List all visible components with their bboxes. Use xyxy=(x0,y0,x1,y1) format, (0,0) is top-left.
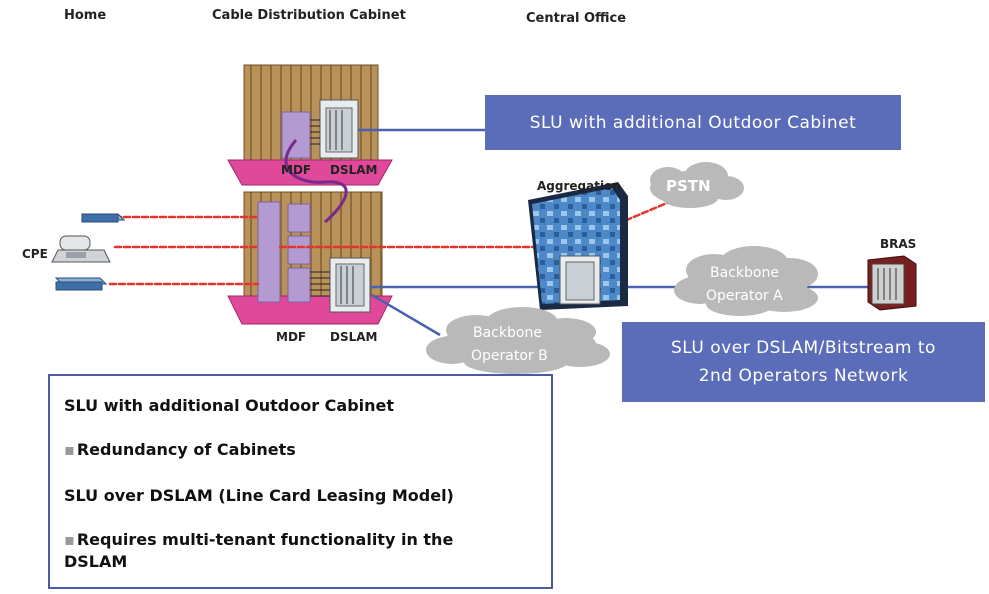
bras-server-icon xyxy=(867,255,917,311)
summary-bullet-multitenant: ▪Requires multi-tenant functionality in … xyxy=(64,530,453,549)
bullet-icon: ▪ xyxy=(64,440,75,459)
banner-bitstream-line2: 2nd Operators Network xyxy=(698,366,909,386)
upper-cabinet xyxy=(227,64,393,186)
summary-bullet-multitenant-text: Requires multi-tenant functionality in t… xyxy=(76,530,454,549)
summary-bullet-redundancy-text: Redundancy of Cabinets xyxy=(76,440,296,459)
banner-bitstream: SLU over DSLAM/Bitstream to 2nd Operator… xyxy=(622,322,985,402)
label-mdf-upper: MDF xyxy=(281,163,312,177)
summary-bullet-redundancy: ▪Redundancy of Cabinets xyxy=(64,440,296,459)
summary-bullet-multitenant-line2: DSLAM xyxy=(64,552,128,571)
backbone-operator-a-cloud-icon xyxy=(674,246,818,316)
aggregation-building-icon xyxy=(528,182,628,310)
label-dslam-lower: DSLAM xyxy=(330,330,378,344)
upper-dslam-icon xyxy=(319,99,359,159)
backbone-b-label-line1: Backbone xyxy=(473,325,542,341)
cabinet-jumper-cable xyxy=(284,139,348,224)
header-central-office: Central Office xyxy=(526,11,627,26)
banner-outdoor-cabinet-text: SLU with additional Outdoor Cabinet xyxy=(529,112,857,133)
backbone-a-label-line1: Backbone xyxy=(710,265,779,281)
summary-text-box: SLU with additional Outdoor Cabinet ▪Red… xyxy=(48,374,553,589)
summary-line-slu-over-dslam: SLU over DSLAM (Line Card Leasing Model) xyxy=(64,486,454,505)
label-dslam-upper: DSLAM xyxy=(330,163,378,177)
lower-dslam-icon xyxy=(329,257,371,313)
banner-outdoor-cabinet: SLU with additional Outdoor Cabinet xyxy=(485,95,901,150)
backbone-b-label-line2: Operator B xyxy=(471,348,548,364)
label-bras: BRAS xyxy=(880,237,917,251)
cpe-modem-bottom-icon xyxy=(54,277,108,291)
backbone-operator-b-cloud-icon xyxy=(426,307,610,374)
label-mdf-lower: MDF xyxy=(276,330,307,344)
pstn-cloud-icon xyxy=(650,162,744,208)
cpe-modem-top-icon xyxy=(80,213,126,223)
cpe-phone-icon xyxy=(51,235,111,263)
label-aggregation: Aggregation xyxy=(537,179,621,193)
header-cable-distribution-cabinet: Cable Distribution Cabinet xyxy=(212,8,406,23)
summary-line-outdoor-cabinet: SLU with additional Outdoor Cabinet xyxy=(64,396,395,415)
label-cpe: CPE xyxy=(22,247,48,261)
backbone-a-label-line2: Operator A xyxy=(706,288,783,304)
pstn-cloud-label: PSTN xyxy=(666,177,711,195)
header-home: Home xyxy=(64,8,107,23)
lower-cabinet xyxy=(227,191,393,325)
bullet-icon: ▪ xyxy=(64,530,75,549)
banner-bitstream-line1: SLU over DSLAM/Bitstream to xyxy=(671,338,936,358)
